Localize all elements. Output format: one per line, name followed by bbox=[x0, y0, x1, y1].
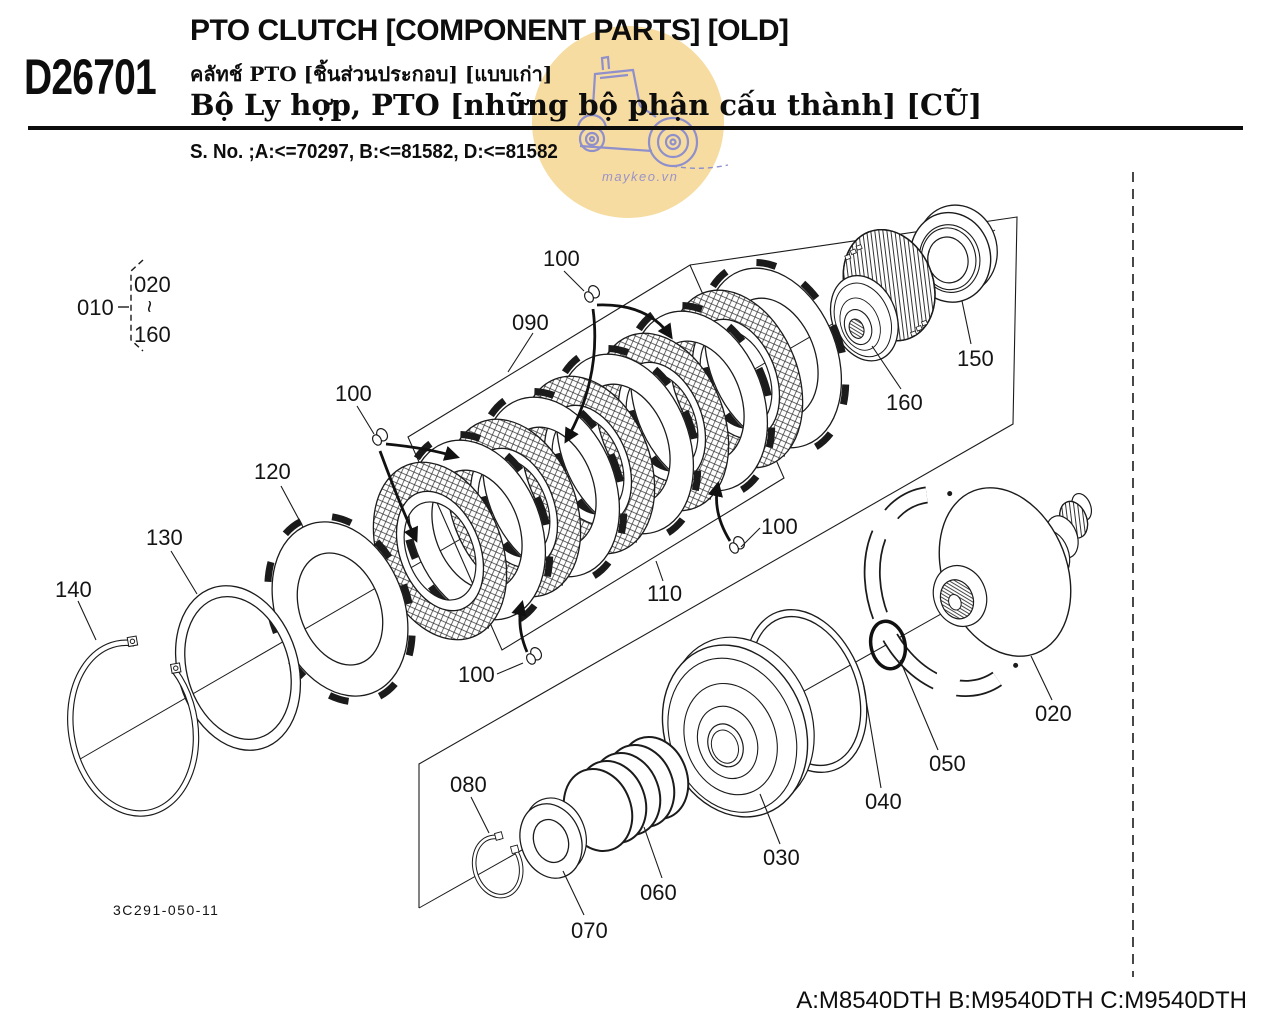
part-label-130: 130 bbox=[146, 525, 183, 550]
clutch-plate-stack bbox=[264, 258, 850, 706]
case-hub bbox=[932, 564, 988, 628]
part-label-020: 020 bbox=[1035, 701, 1072, 726]
case-cage bbox=[863, 486, 1019, 704]
part-140-snap-ring bbox=[67, 635, 200, 817]
header-rule bbox=[28, 126, 1243, 130]
part-label-160: 160 bbox=[886, 390, 923, 415]
pin-icon bbox=[525, 647, 543, 665]
part-160-clutch-hub bbox=[829, 228, 936, 362]
part-label-070: 070 bbox=[571, 918, 608, 943]
part-080-snap-ring bbox=[471, 831, 524, 899]
part-label-090: 090 bbox=[512, 310, 549, 335]
disc-group-box bbox=[407, 264, 785, 651]
part-label-150: 150 bbox=[957, 346, 994, 371]
part-070-washer bbox=[519, 797, 587, 879]
part-label-050: 050 bbox=[929, 751, 966, 776]
leader-lines bbox=[77, 270, 1053, 916]
drum-teeth-marks bbox=[844, 244, 929, 337]
steel-plate bbox=[400, 430, 554, 630]
part-030-piston bbox=[661, 636, 815, 818]
part-label-100d: 100 bbox=[458, 662, 495, 687]
part-label-120: 120 bbox=[254, 459, 291, 484]
watermark-circle bbox=[532, 26, 724, 218]
assembly-arrows bbox=[378, 303, 732, 653]
part-label-100c: 100 bbox=[761, 514, 798, 539]
group-bracket-010: 010 020 ~ 160 bbox=[77, 259, 171, 352]
pin-icon bbox=[583, 285, 601, 303]
part-label-100a: 100 bbox=[543, 246, 580, 271]
watermark: maykeo.vn bbox=[532, 26, 729, 218]
part-020-clutch-case bbox=[863, 486, 1093, 704]
part-label-080: 080 bbox=[450, 772, 487, 797]
part-labels: 100 090 100 120 130 140 110 100 100 160 150 020 050 0… bbox=[55, 246, 1072, 943]
serial-number-line: S. No. ;A:<=70297, B:<=81582, D:<=81582 bbox=[190, 141, 558, 163]
bracket-to-label: 160 bbox=[134, 322, 171, 347]
part-050-o-ring bbox=[868, 619, 908, 671]
part-label-100b: 100 bbox=[335, 381, 372, 406]
page-code: D26701 bbox=[24, 49, 157, 105]
title-thai: คลัทช์ PTO [ชิ้นส่วนประกอบ] [แบบเก่า] bbox=[190, 62, 553, 86]
bracket-tilde: ~ bbox=[137, 300, 162, 313]
watermark-text: maykeo.vn bbox=[602, 169, 678, 184]
drawing-number: 3C291-050-11 bbox=[113, 902, 219, 918]
bracket-from-label: 020 bbox=[134, 272, 171, 297]
part-label-010: 010 bbox=[77, 295, 114, 320]
model-applicability: A:M8540DTH B:M9540DTH C:M9540DTH bbox=[796, 987, 1247, 1014]
pin-icon bbox=[371, 428, 389, 446]
part-060-spring bbox=[562, 735, 690, 853]
part-100-pins bbox=[371, 285, 746, 665]
part-label-030: 030 bbox=[763, 845, 800, 870]
part-label-110: 110 bbox=[647, 581, 682, 606]
part-label-140: 140 bbox=[55, 577, 92, 602]
title-vietnamese: Bộ Ly hợp, PTO [những bộ phận cấu thành]… bbox=[190, 88, 983, 122]
part-label-060: 060 bbox=[640, 880, 677, 905]
assembly-group-box bbox=[418, 216, 1018, 908]
part-label-040: 040 bbox=[865, 789, 902, 814]
title-english: PTO CLUTCH [COMPONENT PARTS] [OLD] bbox=[190, 14, 789, 47]
